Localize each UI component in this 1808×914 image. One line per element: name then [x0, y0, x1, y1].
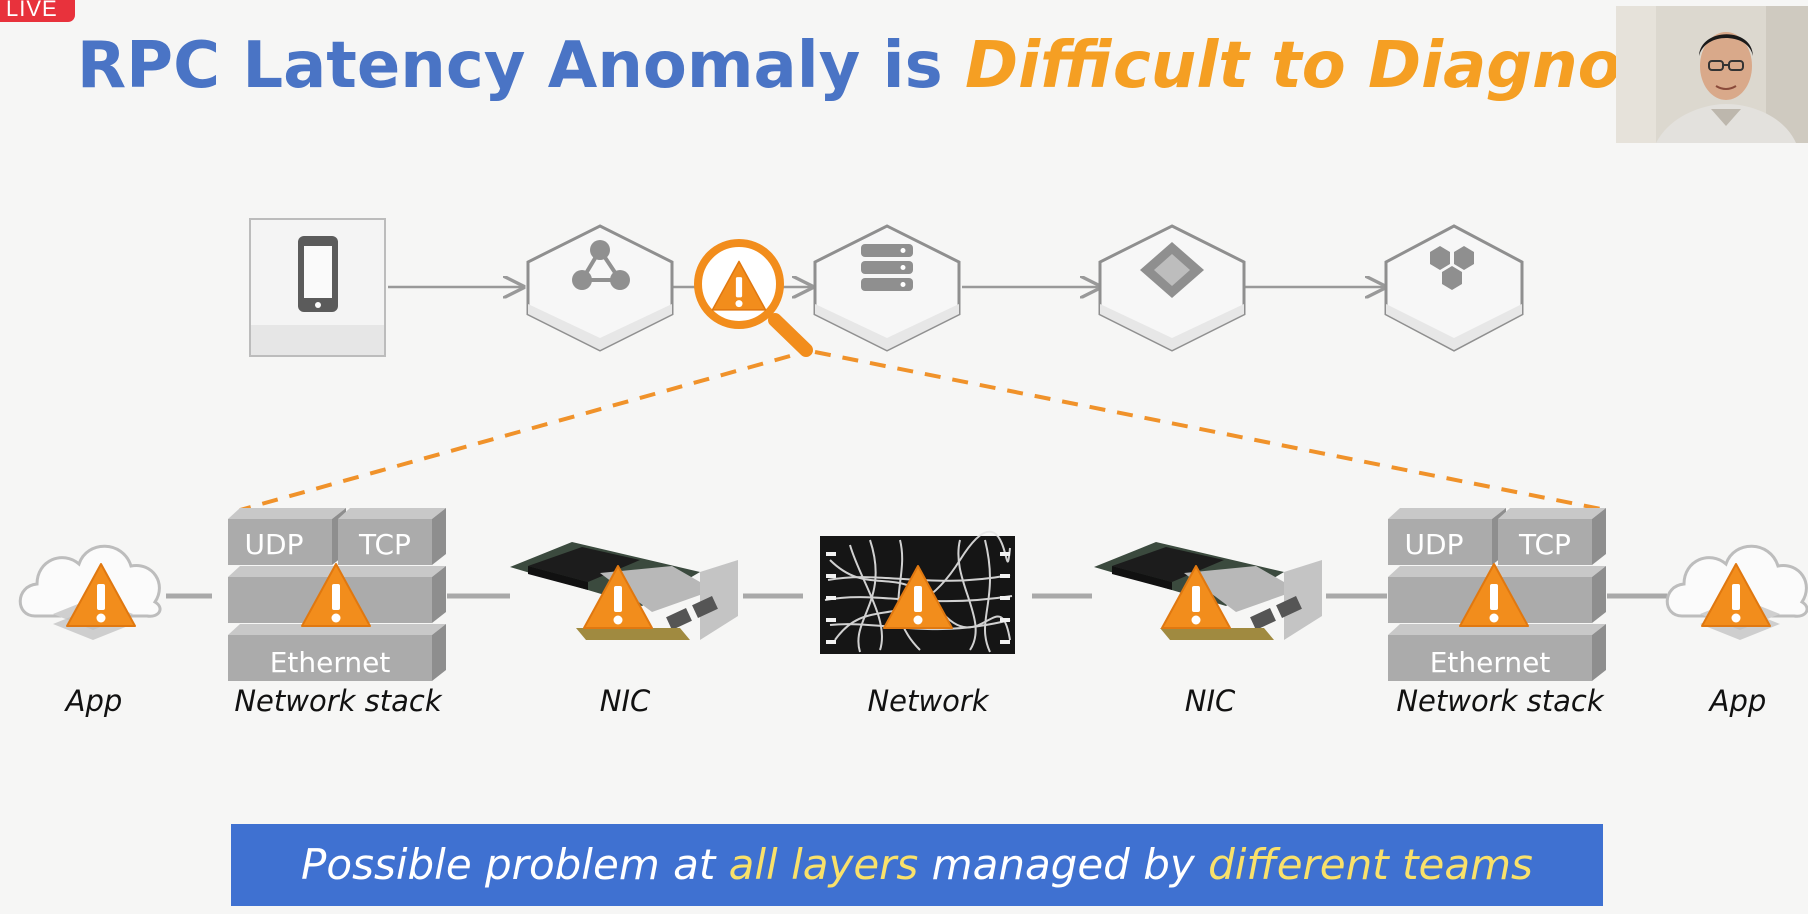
tcp-label-left: TCP [358, 528, 411, 561]
graph-node-icon [526, 224, 674, 352]
ethernet-label-right: Ethernet [1430, 646, 1551, 679]
diamond-icon [1098, 224, 1246, 352]
ethernet-label-left: Ethernet [270, 646, 391, 679]
title-part-2: Difficult to Diagnose [964, 29, 1704, 103]
title-part-1: RPC Latency Anomaly is [76, 29, 965, 103]
tcp-label-right: TCP [1518, 528, 1571, 561]
label-nic-right: NIC [1184, 684, 1236, 718]
banner-text-1: Possible problem at [301, 840, 729, 889]
phone-icon [249, 218, 386, 357]
summary-banner: Possible problem at all layers managed b… [231, 824, 1603, 906]
nic-card-icon [1094, 542, 1322, 640]
banner-highlight-1: all layers [728, 840, 919, 889]
udp-label-left: UDP [245, 528, 304, 561]
webcam-video [1616, 6, 1808, 143]
label-network-stack-left: Network stack [234, 684, 442, 718]
magnifier-warning-icon [694, 239, 813, 357]
label-network-stack-right: Network stack [1396, 684, 1604, 718]
slide-title: RPC Latency Anomaly is Difficult to Diag… [0, 22, 1794, 110]
banner-text-2: managed by [918, 840, 1209, 889]
network-stack-right: UDP TCP Ethernet [1388, 508, 1606, 681]
banner-highlight-2: different teams [1208, 840, 1533, 889]
zoom-dashed-lines [239, 350, 1607, 512]
nic-card-icon [510, 542, 738, 640]
udp-label-right: UDP [1405, 528, 1464, 561]
label-nic-left: NIC [599, 684, 651, 718]
label-app-right: App [1709, 684, 1767, 718]
live-badge: LIVE [0, 0, 75, 22]
label-app-left: App [65, 684, 123, 718]
presenter-thumbnail [1616, 6, 1808, 143]
server-icon [813, 224, 961, 352]
label-network: Network [867, 684, 989, 718]
cluster-icon [1384, 224, 1524, 352]
